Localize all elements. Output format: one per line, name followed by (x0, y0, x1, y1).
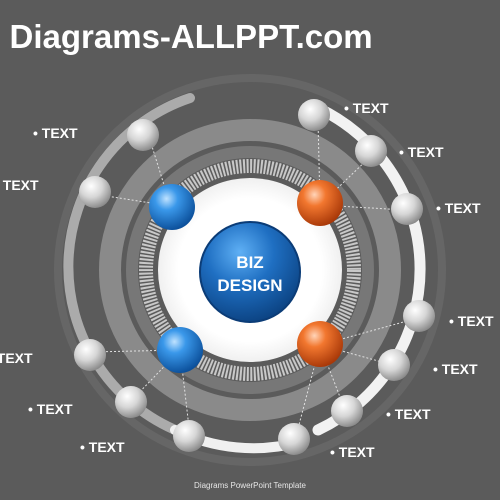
satellite-ball (173, 420, 205, 452)
satellite-ball (378, 349, 410, 381)
orange-node-bottom-right (297, 321, 343, 367)
orange-node-top-right (297, 180, 343, 226)
inner-ring-light (139, 159, 361, 381)
center-label-line1: BIZ (236, 253, 263, 272)
text-label: • TEXT (449, 313, 494, 329)
text-label: • TEXT (33, 125, 78, 141)
center-label-line2: DESIGN (217, 276, 282, 295)
blue-node-top-left (149, 184, 195, 230)
footer-caption: Diagrams PowerPoint Template (194, 481, 306, 490)
satellite-ball (331, 395, 363, 427)
text-label: • TEXT (330, 444, 375, 460)
satellite-ball (403, 300, 435, 332)
text-label: • TEXT (0, 350, 33, 366)
text-label: • TEXT (0, 177, 39, 193)
text-label: • TEXT (436, 200, 481, 216)
satellite-ball (391, 193, 423, 225)
satellite-ball (127, 119, 159, 151)
text-label: • TEXT (344, 100, 389, 116)
satellite-ball (115, 386, 147, 418)
text-label: • TEXT (80, 439, 125, 455)
text-label: • TEXT (386, 406, 431, 422)
center-sphere (199, 221, 301, 323)
inner-ring-dark (126, 146, 374, 394)
text-label: • TEXT (399, 144, 444, 160)
satellite-ball (278, 423, 310, 455)
text-label: • TEXT (28, 401, 73, 417)
satellite-balls (74, 99, 435, 455)
satellite-ball (74, 339, 106, 371)
page-title: e Diagrams-ALLPPT.com (0, 18, 373, 55)
middle-ring (99, 119, 401, 421)
text-label: • TEXT (433, 361, 478, 377)
satellite-ball (355, 135, 387, 167)
blue-node-bottom-left (157, 327, 203, 373)
satellite-ball (79, 176, 111, 208)
satellite-ball (298, 99, 330, 131)
outer-ring-halo (54, 74, 446, 466)
